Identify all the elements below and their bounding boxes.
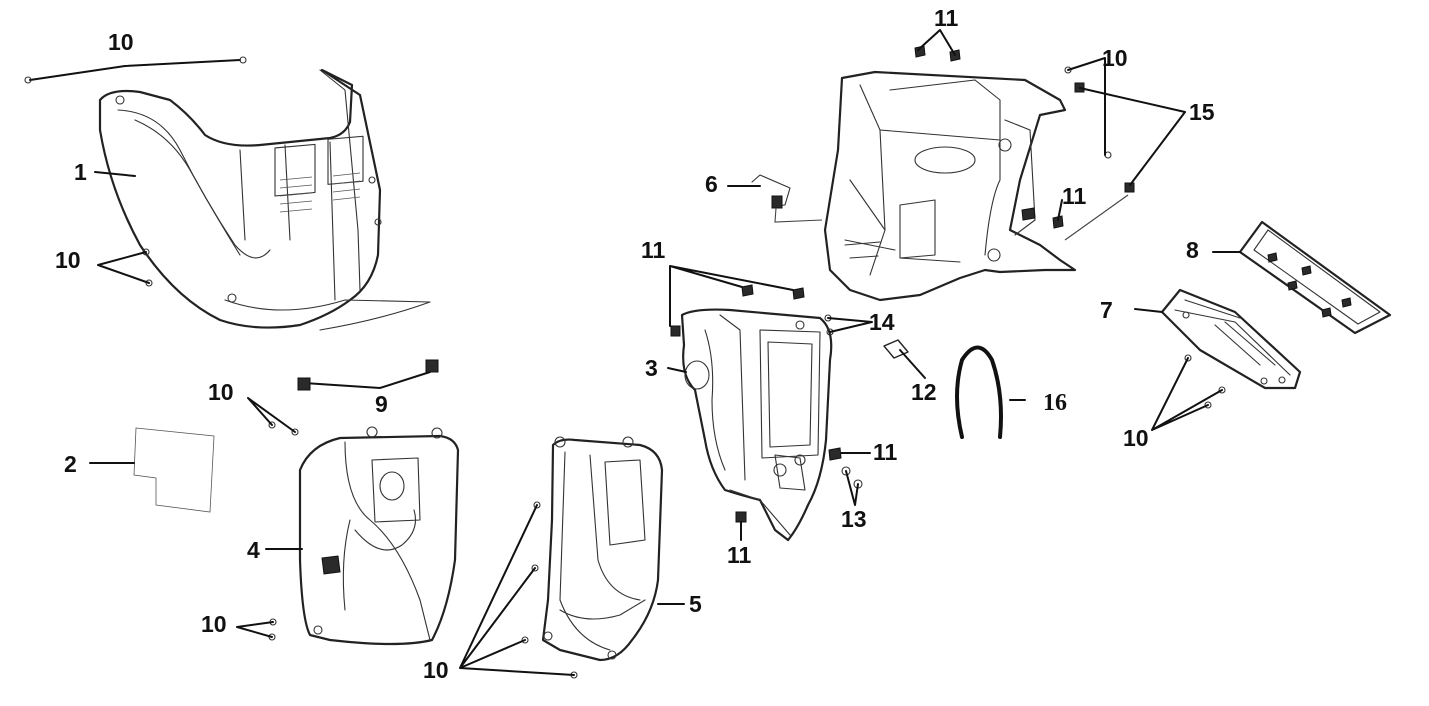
part-2-label-sticker[interactable] [133, 427, 215, 513]
callout-10: 10 [208, 379, 234, 405]
callout-5: 5 [689, 591, 702, 617]
callout-15: 15 [1189, 99, 1215, 125]
leader-lines [89, 29, 1241, 676]
callout-14: 14 [869, 309, 895, 335]
part-5-lower-cover[interactable] [541, 436, 664, 662]
part-3-center-duct[interactable] [680, 308, 833, 542]
part-9-cable[interactable] [297, 359, 439, 391]
callout-6: 6 [705, 171, 718, 197]
callout-10: 10 [108, 29, 134, 55]
part-4-storage-box[interactable] [298, 426, 460, 646]
callout-1: 1 [74, 159, 87, 185]
callout-10: 10 [55, 247, 81, 273]
callout-13: 13 [841, 506, 867, 532]
callout-10: 10 [423, 657, 449, 683]
callout-3: 3 [645, 355, 658, 381]
upper-right-inner-body[interactable] [823, 70, 1077, 302]
callout-11: 11 [727, 542, 752, 568]
callout-11: 11 [873, 439, 898, 465]
part-1-front-inner-cover[interactable] [98, 68, 431, 331]
part-7-tray[interactable] [1160, 288, 1302, 390]
callout-11: 11 [934, 5, 959, 31]
callout-labels: 10 1 10 10 9 2 4 10 10 5 3 11 6 11 10 15… [55, 5, 1215, 683]
callout-4: 4 [247, 537, 260, 563]
callout-12: 12 [911, 379, 937, 405]
callout-10: 10 [1123, 425, 1149, 451]
callout-16: 16 [1043, 390, 1067, 416]
part-6-bracket[interactable] [751, 174, 823, 223]
callout-2: 2 [64, 451, 77, 477]
callout-11: 11 [1062, 183, 1087, 209]
callout-9: 9 [375, 391, 388, 417]
part-8-plate[interactable] [1238, 220, 1392, 335]
callout-10: 10 [1102, 45, 1128, 71]
callout-8: 8 [1186, 237, 1199, 263]
part-16-trim-strip[interactable] [955, 345, 1003, 439]
callout-11: 11 [641, 237, 666, 263]
callout-10: 10 [201, 611, 227, 637]
callout-7: 7 [1100, 297, 1113, 323]
